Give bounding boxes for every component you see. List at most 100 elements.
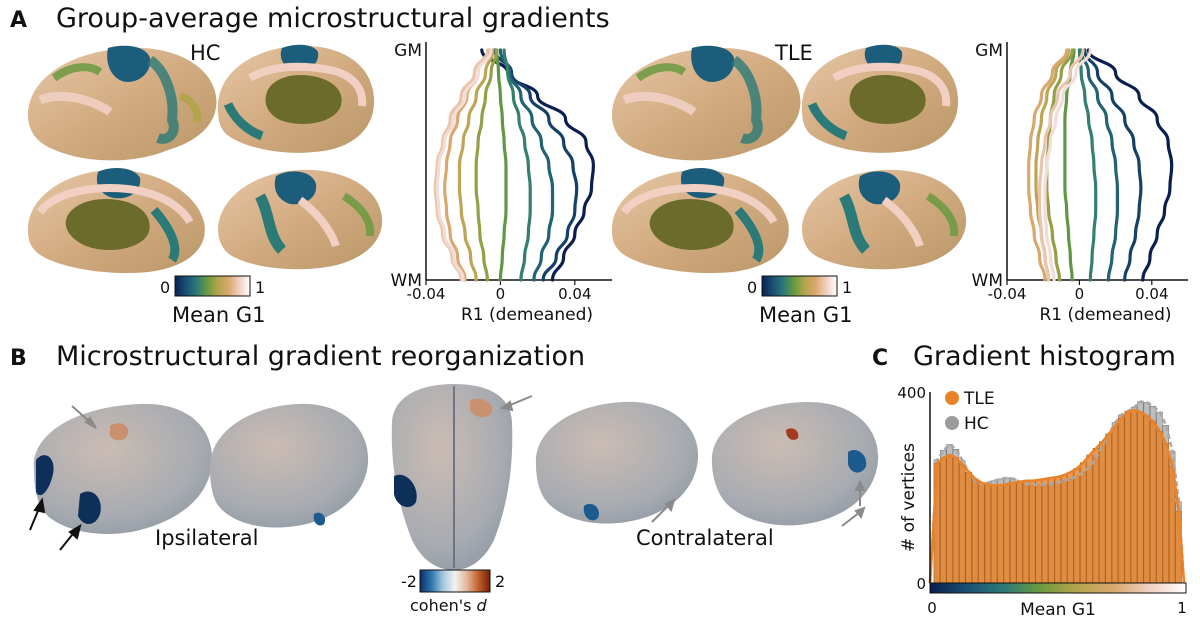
- tle-bar: [1092, 447, 1100, 584]
- tle-brain-lateral-left: [611, 45, 801, 161]
- tle-bar: [1060, 474, 1068, 584]
- profile-line: [1038, 48, 1085, 282]
- ipsilateral-label: Ipsilateral: [155, 526, 259, 550]
- hc-brain-lateral-left: [27, 45, 217, 161]
- tle-bar: [1118, 417, 1125, 584]
- tle-bar: [1099, 441, 1106, 584]
- tle-bar: [959, 464, 966, 584]
- profile-gm-label: GM: [394, 41, 422, 61]
- hist-y-axis-label: # of vertices: [899, 443, 919, 552]
- tle-colorbar-label: Mean G1: [759, 303, 853, 327]
- tle-bar: [1035, 479, 1042, 584]
- panel-c-letter: C: [872, 346, 888, 371]
- tle-bar: [946, 454, 953, 584]
- hc-colorbar-min: 0: [160, 278, 170, 297]
- profile-x-tick-label: -0.04: [988, 285, 1027, 303]
- profile-line: [433, 48, 489, 282]
- profile-line: [474, 48, 499, 282]
- ipsi-brain-lateral: [33, 403, 213, 534]
- tle-bar: [1029, 480, 1036, 584]
- contralateral-label: Contralateral: [636, 526, 774, 550]
- cohens-d-colorbar-label: cohen's d: [410, 596, 488, 615]
- tle-bar: [1105, 433, 1112, 584]
- profile-line: [1083, 48, 1143, 282]
- hc-colorbar-max: 1: [255, 278, 265, 297]
- tle-bar: [1162, 443, 1170, 584]
- tle-colorbar: [761, 275, 838, 297]
- profile-line: [1079, 48, 1119, 282]
- profile-line: [1027, 48, 1069, 282]
- hc-brain-medial-left: [217, 44, 375, 153]
- effect-brains: [29, 384, 879, 570]
- tle-bar: [984, 484, 992, 584]
- profile-x-tick-label: 0.04: [558, 285, 591, 303]
- contra-brain-lateral: [711, 402, 879, 526]
- profile-line: [457, 48, 495, 282]
- tle-bar: [1124, 411, 1131, 584]
- hc-brain-group: HC: [27, 41, 383, 327]
- tle-bar: [971, 478, 979, 584]
- tle-label: TLE: [774, 41, 813, 65]
- profile-line: [493, 48, 579, 282]
- tle-colorbar-min: 0: [747, 278, 757, 297]
- profile-x-tick-label: 0: [496, 285, 506, 303]
- profile-line: [495, 48, 508, 282]
- legend-marker: [945, 416, 959, 430]
- tle-bar: [1086, 454, 1093, 584]
- profile-x-tick-label: -0.04: [407, 285, 446, 303]
- tle-bar: [965, 471, 972, 584]
- tle-colorbar-max: 1: [842, 278, 852, 297]
- legend-label: HC: [964, 414, 989, 434]
- tle-bar: [1149, 421, 1157, 584]
- tle-bar: [1111, 426, 1119, 584]
- panel-a-letter: A: [10, 8, 27, 33]
- hist-y-tick-label: 400: [897, 384, 926, 402]
- profile-x-axis-label: R1 (demeaned): [1039, 305, 1171, 325]
- tle-brain-medial-left: [801, 44, 959, 153]
- profile-line: [480, 48, 596, 282]
- tle-bar: [978, 482, 985, 584]
- tle-density-curve: [928, 408, 1186, 584]
- panel-b-title: Microstructural gradient reorganization: [56, 341, 585, 372]
- dorsal-brain-view: [391, 384, 513, 570]
- profile-wm-label: WM: [391, 271, 422, 291]
- tle-bar: [1067, 471, 1074, 584]
- tle-bar: [1016, 481, 1023, 584]
- tle-bar: [1009, 482, 1017, 584]
- tle-bar: [1073, 468, 1081, 584]
- cohens-d-colorbar-min: -2: [401, 572, 417, 591]
- hist-x-colorbar: [929, 582, 1187, 594]
- cohens-d-colorbar-max: 2: [495, 572, 505, 591]
- profile-line: [1043, 48, 1092, 282]
- hc-colorbar: [174, 275, 251, 297]
- hist-x-tick-label: 0: [927, 599, 937, 617]
- profile-x-tick-label: 0: [1075, 285, 1085, 303]
- tle-bar: [1003, 483, 1011, 584]
- tle-bar: [1041, 478, 1049, 584]
- hist-x-tick-label: 1: [1177, 599, 1187, 617]
- tle-bar: [990, 485, 998, 584]
- tle-brain-medial-right: [611, 168, 789, 274]
- profile-line: [1086, 48, 1174, 282]
- tle-bar: [997, 484, 1004, 584]
- legend-label: TLE: [963, 389, 995, 409]
- profile-x-tick-label: 0.04: [1135, 285, 1168, 303]
- tle-bar: [1022, 480, 1030, 584]
- profile-line: [1077, 48, 1098, 282]
- ipsi-brain-medial: [209, 403, 369, 528]
- panel-c-title: Gradient histogram: [913, 341, 1176, 372]
- hc-label: HC: [190, 41, 220, 65]
- profile-line: [502, 48, 532, 282]
- tle-bar: [1080, 462, 1087, 584]
- profile-line: [498, 48, 555, 282]
- tle-bar: [940, 457, 947, 584]
- hc-colorbar-label: Mean G1: [172, 303, 266, 327]
- panel-b-letter: B: [10, 346, 27, 371]
- tle-bar: [1137, 411, 1144, 584]
- tle-bar: [1156, 430, 1163, 584]
- tle-bar: [1143, 415, 1150, 584]
- cohens-d-colorbar: [419, 569, 491, 593]
- legend-marker: [945, 391, 959, 405]
- panel-a-title: Group-average microstructural gradients: [56, 3, 610, 34]
